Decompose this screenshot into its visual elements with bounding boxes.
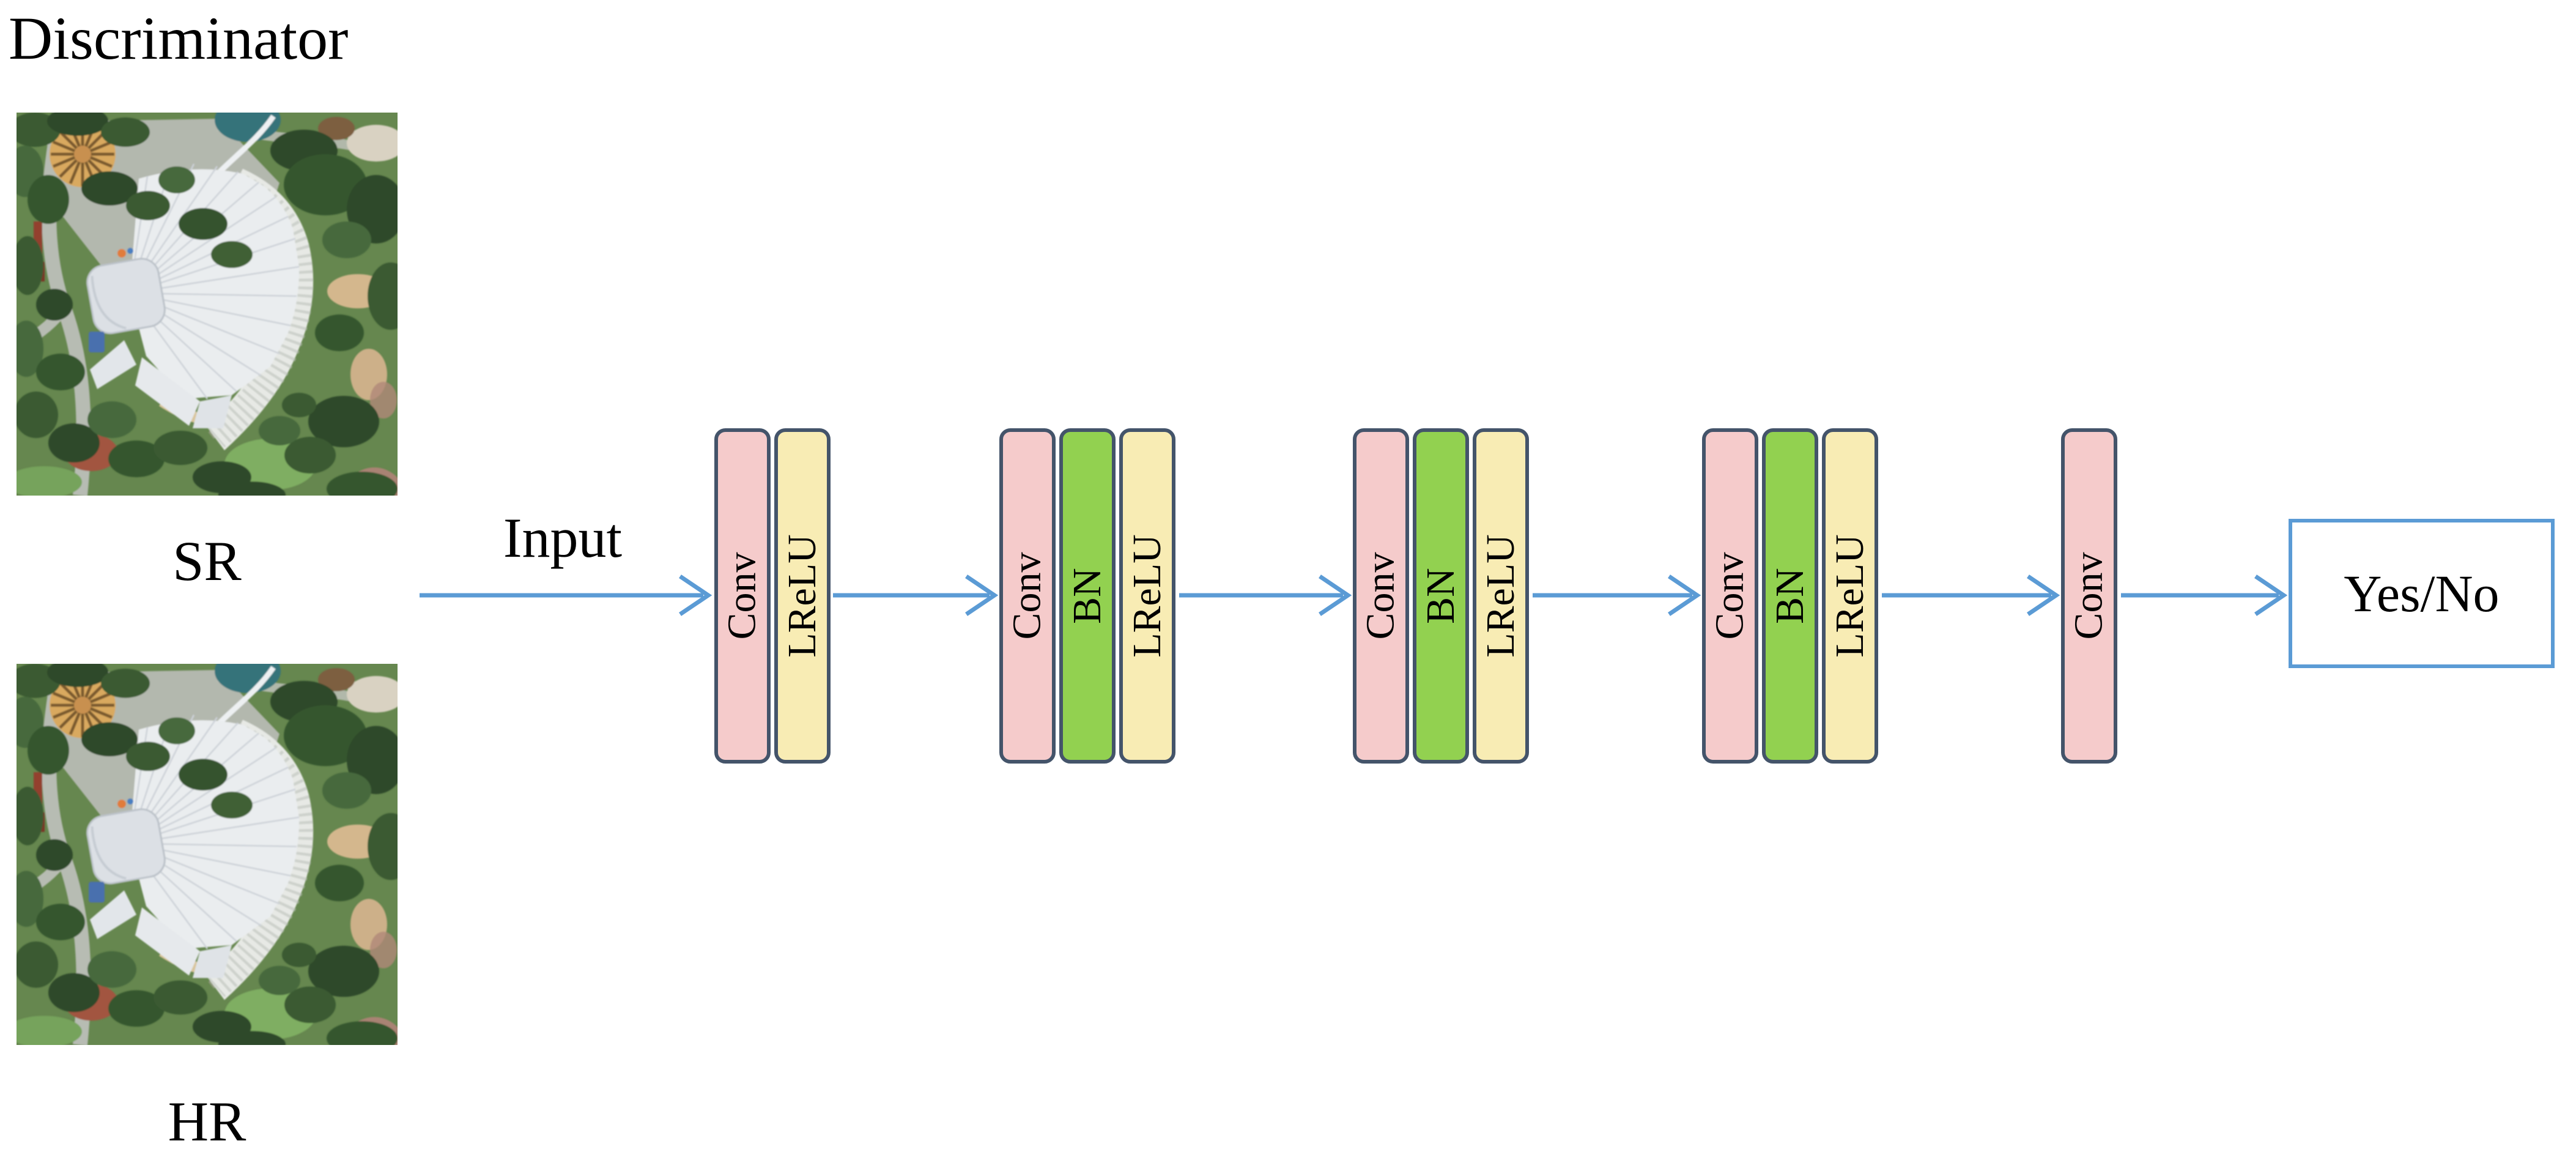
sr-label: SR — [172, 530, 242, 592]
flow-arrow — [2121, 574, 2288, 616]
flow-arrow — [1882, 574, 2060, 616]
layer-block-label: LReLU — [1827, 534, 1873, 658]
flow-arrow — [420, 574, 712, 616]
layer-block-conv: Conv — [999, 428, 1056, 764]
layer-block-conv: Conv — [1702, 428, 1758, 764]
output-box: Yes/No — [2289, 519, 2555, 668]
layer-block-label: Conv — [720, 552, 764, 640]
layer-block-label: Conv — [1005, 552, 1049, 640]
layer-block-label: LReLU — [1125, 534, 1170, 658]
layer-block-label: LReLU — [780, 534, 825, 658]
input-arrow-label: Input — [503, 507, 623, 569]
layer-block-label: LReLU — [1478, 534, 1523, 658]
layer-block-label: Conv — [2067, 552, 2111, 640]
layer-block-bn: BN — [1059, 428, 1116, 764]
flow-arrow — [1179, 574, 1352, 616]
hr-satellite-image — [17, 664, 398, 1045]
layer-block-conv: Conv — [2061, 428, 2117, 764]
flow-arrow — [1533, 574, 1701, 616]
layer-block-label: BN — [1418, 568, 1463, 624]
layer-block-lrelu: LReLU — [1822, 428, 1878, 764]
layer-block-lrelu: LReLU — [774, 428, 831, 764]
sr-satellite-image — [17, 113, 398, 496]
flow-arrow — [833, 574, 999, 616]
layer-block-lrelu: LReLU — [1473, 428, 1529, 764]
output-label: Yes/No — [2344, 564, 2500, 623]
layer-block-lrelu: LReLU — [1119, 428, 1175, 764]
layer-block-bn: BN — [1762, 428, 1818, 764]
diagram-title: Discriminator — [9, 4, 349, 72]
layer-block-bn: BN — [1413, 428, 1469, 764]
layer-block-conv: Conv — [714, 428, 771, 764]
layer-block-label: Conv — [1358, 552, 1403, 640]
layer-block-label: Conv — [1708, 552, 1752, 640]
hr-label: HR — [168, 1090, 246, 1153]
layer-block-label: BN — [1065, 568, 1109, 624]
layer-block-conv: Conv — [1353, 428, 1409, 764]
layer-block-label: BN — [1767, 568, 1812, 624]
